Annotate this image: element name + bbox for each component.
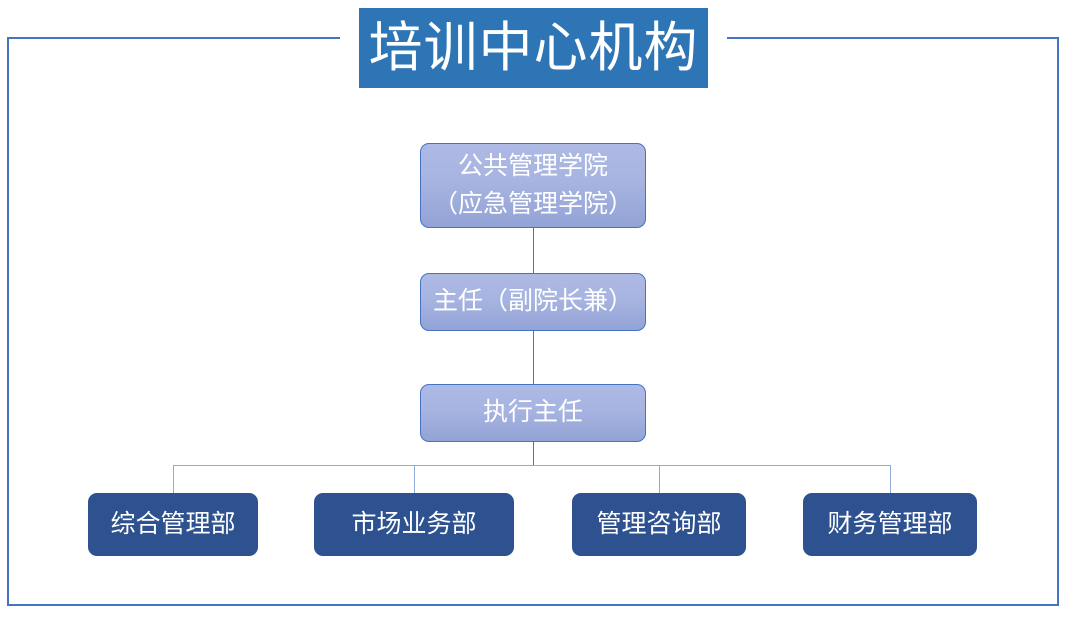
node-finance-management-label: 财务管理部 — [827, 511, 953, 538]
frame-border-bottom — [7, 604, 1059, 606]
chart-title-banner: 培训中心机构 — [359, 8, 708, 88]
connector-drop-general-management — [172, 465, 174, 493]
node-management-consulting[interactable]: 管理咨询部 — [572, 493, 746, 556]
connector-drop-market-business — [413, 465, 415, 493]
node-market-business[interactable]: 市场业务部 — [314, 493, 514, 556]
node-college[interactable]: 公共管理学院 （应急管理学院） — [420, 143, 646, 228]
node-executive-director-line-1: 执行主任 — [482, 399, 583, 427]
connector-director-to-executive — [532, 331, 534, 384]
connector-executive-to-bracket — [532, 442, 534, 465]
frame-border-left — [7, 37, 9, 606]
node-executive-director[interactable]: 执行主任 — [420, 384, 646, 442]
frame-border-top-left — [7, 37, 340, 39]
connector-drop-management-consulting — [658, 465, 660, 493]
chart-title-text: 培训中心机构 — [368, 18, 699, 78]
node-college-line-1: 公共管理学院 — [457, 153, 608, 180]
node-general-management-label: 综合管理部 — [110, 511, 236, 538]
node-general-management[interactable]: 综合管理部 — [88, 493, 258, 556]
connector-drop-finance-management — [889, 465, 891, 493]
node-market-business-label: 市场业务部 — [351, 511, 477, 538]
connector-bracket-bar — [173, 464, 891, 466]
node-management-consulting-label: 管理咨询部 — [596, 511, 722, 538]
node-college-line-2: （应急管理学院） — [432, 190, 633, 218]
node-finance-management[interactable]: 财务管理部 — [803, 493, 977, 556]
node-director-line-1: 主任（副院长兼） — [432, 288, 633, 316]
frame-border-right — [1057, 37, 1059, 606]
node-director[interactable]: 主任（副院长兼） — [420, 273, 646, 331]
connector-college-to-director — [532, 228, 534, 273]
frame-border-top-right — [727, 37, 1058, 39]
